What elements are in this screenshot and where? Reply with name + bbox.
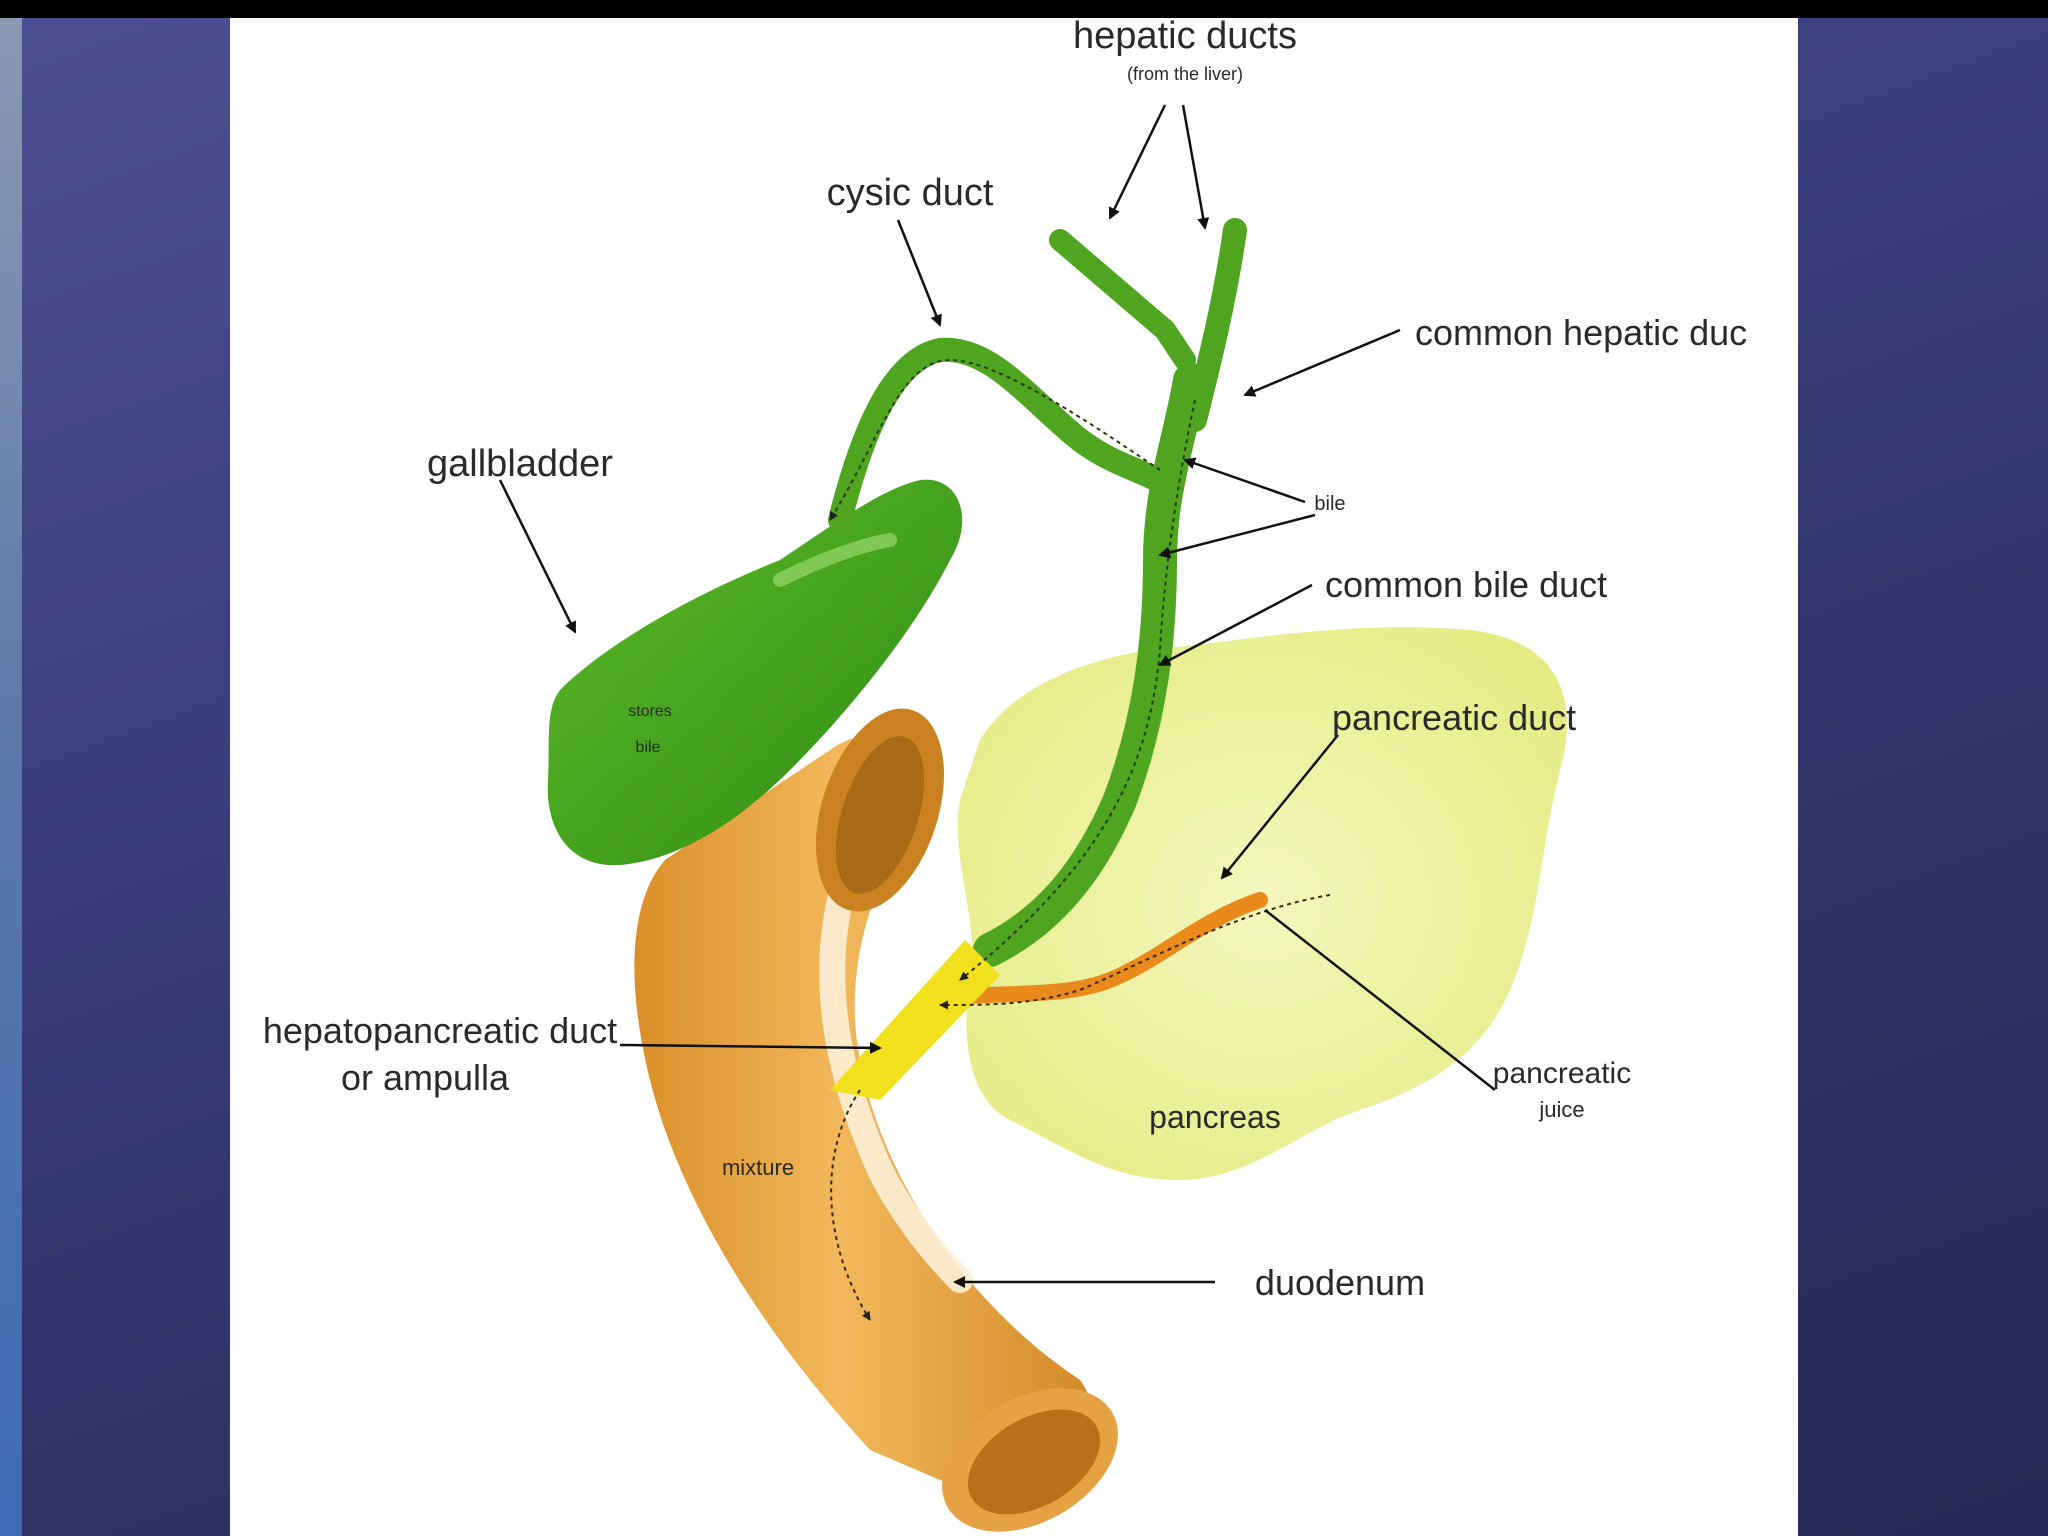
hepatic-arrow-left [1110,105,1165,218]
label-common-hepatic-duct: common hepatic duc [1415,312,1747,353]
common-hepatic-arrow [1245,330,1400,395]
label-bile: bile [1314,493,1345,515]
label-stores-bile-1: stores [628,703,672,720]
bile-arrow-1 [1185,460,1305,502]
label-mixture: mixture [722,1155,794,1180]
hepatic-arrow-right [1183,105,1205,228]
cystic-arrow [898,220,940,325]
label-pancreatic-duct: pancreatic duct [1332,697,1576,738]
bile-arrow-2 [1160,515,1315,555]
label-pancreas: pancreas [1149,1099,1281,1135]
label-hepatic-ducts: hepatic ducts [1073,15,1297,57]
label-hepatic-ducts-sub: (from the liver) [1127,64,1243,84]
label-gallbladder: gallbladder [427,443,613,485]
label-pancreatic: pancreatic [1493,1057,1631,1090]
gallbladder-arrow [500,480,575,632]
label-or-ampulla: or ampulla [341,1057,510,1098]
label-cystic-duct: cysic duct [827,172,994,214]
label-stores-bile-2: bile [636,739,661,756]
label-juice: juice [1538,1097,1584,1122]
label-hepatopancreatic-duct: hepatopancreatic duct [263,1010,617,1051]
label-duodenum: duodenum [1255,1262,1425,1303]
hepatic-duct-left [1060,240,1185,360]
label-common-bile-duct: common bile duct [1325,564,1607,605]
